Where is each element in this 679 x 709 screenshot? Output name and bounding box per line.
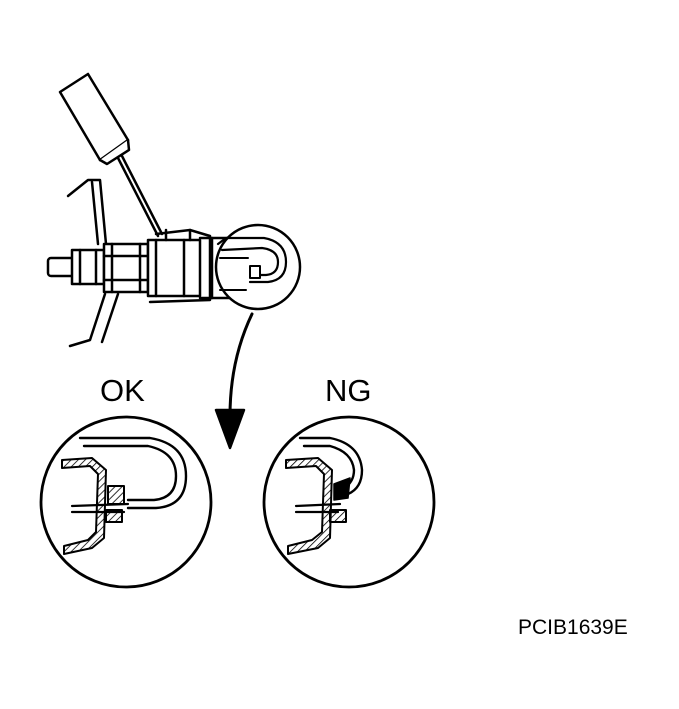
ok-label: OK: [100, 373, 145, 408]
connector-assembly: [46, 228, 234, 304]
figure-code: PCIB1639E: [518, 616, 628, 639]
mounting-bracket: [66, 178, 120, 348]
pointer-arrow: [214, 312, 254, 450]
detail-circle-ng: [262, 415, 436, 589]
detail-circle-small: [214, 223, 302, 311]
detail-circle-ok: [39, 415, 213, 589]
ng-label: NG: [325, 373, 372, 408]
test-probe: [58, 72, 164, 238]
